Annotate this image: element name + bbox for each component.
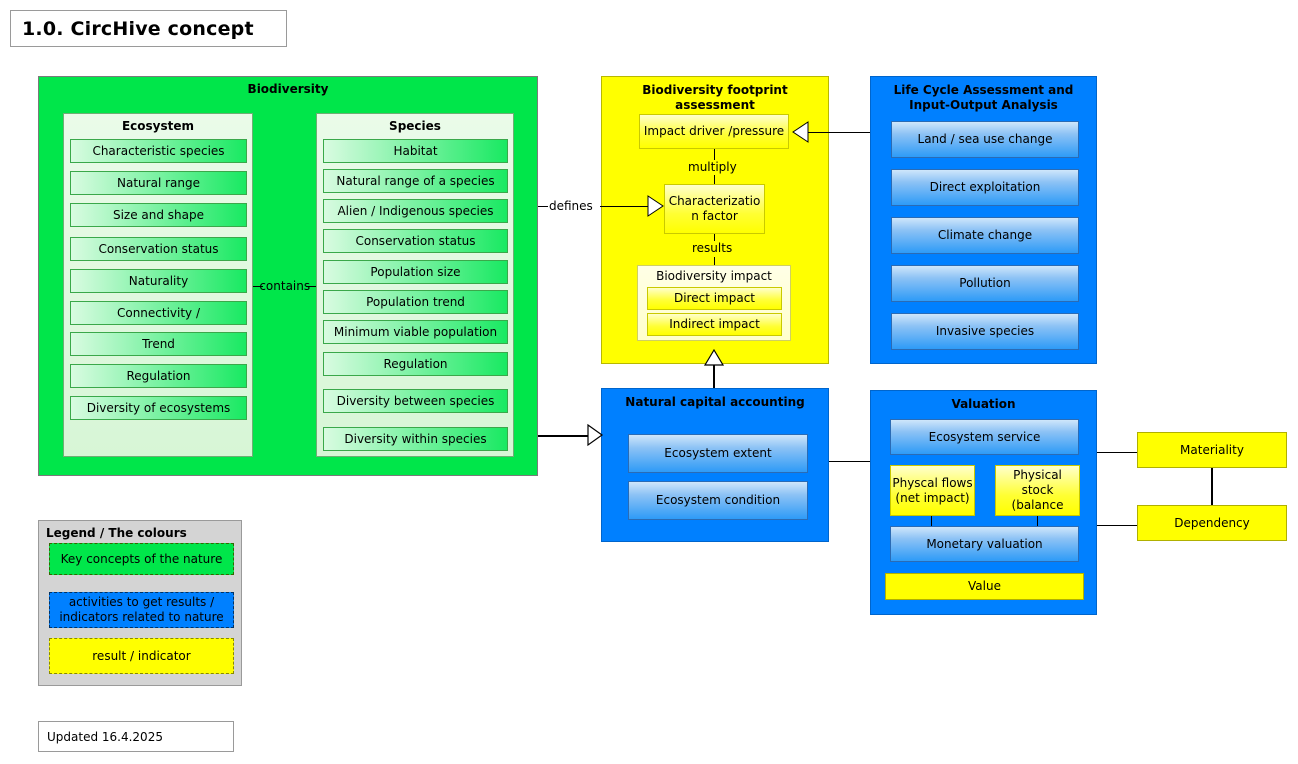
ecosystem-item[interactable]: Naturality — [70, 269, 247, 293]
stock-to-monetary-connector — [1037, 516, 1038, 526]
nca-group: Natural capital accounting Ecosystem ext… — [601, 388, 829, 542]
defines-connector-left — [538, 206, 550, 207]
species-item[interactable]: Population trend — [323, 290, 508, 314]
species-item[interactable]: Diversity between species — [323, 389, 508, 413]
materiality-box[interactable]: Materiality — [1137, 432, 1287, 468]
biodiversity-group: Biodiversity Ecosystem Characteristic sp… — [38, 76, 538, 476]
ecosystem-service-box[interactable]: Ecosystem service — [890, 419, 1079, 455]
lca-item[interactable]: Invasive species — [891, 313, 1079, 350]
lca-title: Life Cycle Assessment and Input-Output A… — [893, 83, 1074, 112]
multiply-connector-top — [714, 149, 715, 166]
legend-panel: Legend / The colours Key concepts of the… — [38, 520, 242, 686]
ecosystem-subgroup: Ecosystem Characteristic species Natural… — [63, 113, 253, 457]
footprint-title: Biodiversity footprint assessment — [642, 83, 788, 112]
multiply-label: multiply — [687, 160, 738, 174]
impact-driver-box[interactable]: Impact driver /pressure — [639, 114, 789, 149]
ecosystem-title: Ecosystem — [121, 119, 195, 133]
lca-item[interactable]: Land / sea use change — [891, 121, 1079, 158]
characterization-factor-box[interactable]: Characterizatio n factor — [664, 184, 765, 234]
indirect-impact-box[interactable]: Indirect impact — [647, 313, 782, 336]
species-item[interactable]: Minimum viable population — [323, 320, 508, 344]
updated-text: Updated 16.4.2025 — [47, 729, 163, 744]
legend-title: Legend / The colours — [46, 526, 187, 540]
valuation-group: Valuation Ecosystem service Physcal flow… — [870, 390, 1097, 615]
ecosystem-item[interactable]: Conservation status — [70, 237, 247, 261]
results-label: results — [691, 241, 734, 255]
species-item[interactable]: Diversity within species — [323, 427, 508, 451]
nca-arrowhead-icon — [587, 423, 604, 447]
ecosystem-item[interactable]: Characteristic species — [70, 139, 247, 163]
monetary-valuation-box[interactable]: Monetary valuation — [890, 526, 1079, 562]
lca-group: Life Cycle Assessment and Input-Output A… — [870, 76, 1097, 364]
contains-label: -contains- — [255, 279, 315, 293]
nca-title: Natural capital accounting — [625, 395, 805, 409]
species-item[interactable]: Habitat — [323, 139, 508, 163]
ecosystem-item[interactable]: Regulation — [70, 364, 247, 388]
species-item[interactable]: Regulation — [323, 352, 508, 376]
physical-flows-box[interactable]: Physcal flows (net impact) — [890, 465, 975, 516]
biodiversity-impact-subgroup: Biodiversity impact Direct impact Indire… — [637, 265, 791, 341]
biodiversity-title: Biodiversity — [247, 82, 329, 96]
defines-arrowhead-icon — [647, 195, 664, 217]
biodiversity-impact-title: Biodiversity impact — [656, 269, 772, 283]
contains-connector-left — [253, 286, 263, 287]
species-item[interactable]: Conservation status — [323, 229, 508, 253]
biodiversity-to-nca-connector — [538, 435, 590, 437]
lca-to-impact-driver-connector — [808, 132, 870, 133]
page-title: 1.0. CircHive concept — [10, 10, 287, 47]
legend-item-yellow: result / indicator — [49, 638, 234, 674]
dependency-box[interactable]: Dependency — [1137, 505, 1287, 541]
ecosystem-item[interactable]: Natural range — [70, 171, 247, 195]
species-item[interactable]: Alien / Indigenous species — [323, 199, 508, 223]
value-box[interactable]: Value — [885, 573, 1084, 600]
valuation-to-dependency-connector — [1097, 525, 1137, 526]
physical-stock-box[interactable]: Physical stock (balance — [995, 465, 1080, 516]
direct-impact-box[interactable]: Direct impact — [647, 287, 782, 310]
lca-item[interactable]: Direct exploitation — [891, 169, 1079, 206]
nca-to-footprint-connector — [713, 364, 715, 388]
species-item[interactable]: Natural range of a species — [323, 169, 508, 193]
species-subgroup: Species Habitat Natural range of a speci… — [316, 113, 514, 457]
nca-item[interactable]: Ecosystem condition — [628, 481, 808, 520]
lca-item[interactable]: Climate change — [891, 217, 1079, 254]
flows-to-monetary-connector — [931, 516, 932, 526]
legend-item-blue: activities to get results / indicators r… — [49, 592, 234, 628]
legend-item-green: Key concepts of the nature — [49, 543, 234, 575]
footprint-assessment-group: Biodiversity footprint assessment Impact… — [601, 76, 829, 364]
updated-note: Updated 16.4.2025 — [38, 721, 234, 752]
nca-item[interactable]: Ecosystem extent — [628, 434, 808, 473]
ecosystem-item[interactable]: Diversity of ecosystems — [70, 396, 247, 420]
page-title-text: 1.0. CircHive concept — [22, 17, 254, 40]
impact-driver-arrowhead-icon — [792, 121, 809, 143]
footprint-arrowhead-icon — [703, 348, 725, 366]
contains-connector-right — [306, 286, 316, 287]
materiality-dependency-connector — [1211, 468, 1213, 505]
multiply-connector-bottom — [714, 175, 715, 184]
valuation-to-materiality-connector — [1097, 452, 1137, 453]
species-title: Species — [389, 119, 441, 133]
ecosystem-item[interactable]: Size and shape — [70, 203, 247, 227]
ecosystem-item[interactable]: Connectivity / — [70, 301, 247, 325]
defines-label: defines — [548, 199, 594, 213]
ecosystem-item[interactable]: Trend — [70, 332, 247, 356]
lca-item[interactable]: Pollution — [891, 265, 1079, 302]
species-item[interactable]: Population size — [323, 260, 508, 284]
nca-to-valuation-connector — [829, 461, 870, 462]
valuation-title: Valuation — [951, 397, 1016, 411]
results-connector-bottom — [714, 257, 715, 265]
defines-connector-right — [600, 206, 651, 207]
